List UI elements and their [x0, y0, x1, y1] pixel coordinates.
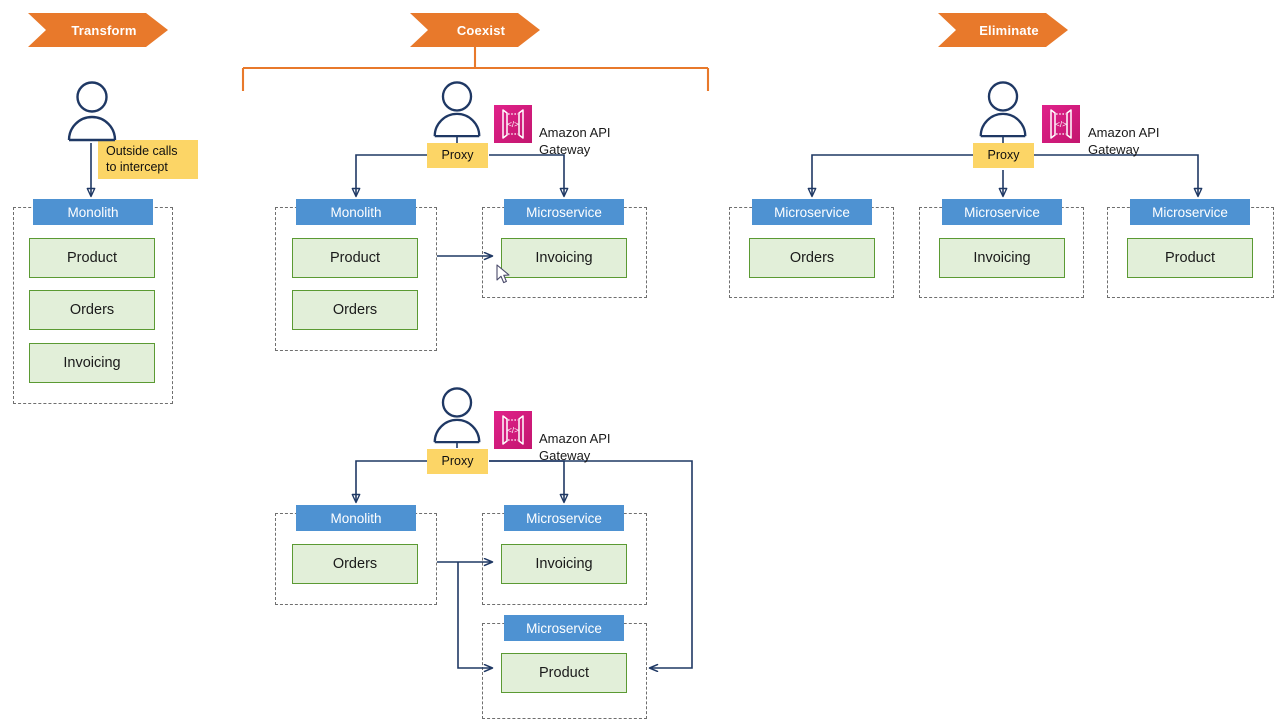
- coexist-bottom-service-orders-label: Orders: [332, 556, 378, 572]
- coexist-bottom-service-invoicing-label: Invoicing: [535, 556, 593, 572]
- wire-coexist2-proxy-right: [489, 460, 569, 504]
- coexist-top-monolith-header-label: Monolith: [330, 204, 382, 220]
- coexist-bottom-monolith-header-label: Monolith: [330, 510, 382, 526]
- amazon-api-gateway-label: Amazon API Gateway: [1088, 109, 1160, 158]
- outside-calls-note-text: Outside calls to intercept: [106, 143, 178, 174]
- eliminate-microservice-header-1-label: Microservice: [774, 204, 850, 220]
- eliminate-service-invoicing-label: Invoicing: [973, 250, 1031, 266]
- eliminate-service-orders-label: Orders: [789, 250, 835, 266]
- transform-service-product-label: Product: [67, 250, 117, 266]
- amazon-api-gateway-icon: </>: [1042, 105, 1080, 143]
- coexist-bottom-monolith-header: Monolith: [296, 505, 416, 531]
- eliminate-actor: [973, 80, 1033, 145]
- coexist-top-service-orders-label: Orders: [332, 302, 378, 318]
- amazon-api-gateway-label: Amazon API Gateway: [539, 109, 611, 158]
- coexist-bottom-proxy: Proxy: [427, 449, 488, 474]
- wire-eliminate-proxy-left: [807, 154, 973, 198]
- mouse-cursor: [496, 264, 512, 291]
- banner-coexist-label: Coexist: [456, 22, 506, 38]
- coexist-bottom-service-product: Product: [501, 653, 627, 693]
- user-actor-icon: [979, 81, 1027, 138]
- coexist-top-proxy-label: Proxy: [441, 147, 474, 162]
- coexist-top-service-product-label: Product: [330, 250, 380, 266]
- coexist-top-service-orders: Orders: [292, 290, 418, 330]
- cursor-icon: [496, 264, 510, 284]
- banner-transform[interactable]: Transform: [28, 13, 168, 47]
- outside-calls-note: Outside calls to intercept: [98, 140, 198, 179]
- wire-coexist-proxy-right: [489, 154, 569, 198]
- transform-service-product: Product: [29, 238, 155, 278]
- eliminate-service-product-label: Product: [1165, 250, 1215, 266]
- transform-service-invoicing-label: Invoicing: [63, 355, 121, 371]
- eliminate-service-invoicing: Invoicing: [939, 238, 1065, 278]
- wire-coexist-proxy-left: [351, 154, 427, 198]
- coexist-bottom-service-product-label: Product: [539, 665, 589, 681]
- user-actor-icon: [433, 387, 481, 444]
- coexist-top-proxy: Proxy: [427, 143, 488, 168]
- coexist-bottom-service-invoicing: Invoicing: [501, 544, 627, 584]
- amazon-api-gateway-label-text: Amazon API Gateway: [539, 431, 611, 463]
- wire-eliminate-proxy-right: [1034, 154, 1203, 198]
- coexist-bottom-proxy-label: Proxy: [441, 453, 474, 468]
- eliminate-microservice-header-2: Microservice: [942, 199, 1062, 225]
- coexist-top-service-product: Product: [292, 238, 418, 278]
- banner-eliminate[interactable]: Eliminate: [938, 13, 1068, 47]
- amazon-api-gateway-label: Amazon API Gateway: [539, 415, 611, 464]
- amazon-api-gateway-icon: </>: [494, 105, 532, 143]
- coexist-top-microservice-header-label: Microservice: [526, 204, 602, 220]
- amazon-api-gateway-label-text: Amazon API Gateway: [1088, 125, 1160, 157]
- amazon-api-gateway-glyph: </>: [1050, 109, 1072, 139]
- wire-coexist2-proxy-left: [351, 460, 427, 504]
- coexist-bottom-microservice-header-2-label: Microservice: [526, 620, 602, 636]
- user-actor-icon: [433, 81, 481, 138]
- banner-transform-label: Transform: [71, 22, 137, 38]
- amazon-api-gateway-glyph: </>: [502, 415, 524, 445]
- transform-service-orders-label: Orders: [69, 302, 115, 318]
- eliminate-microservice-header-3-label: Microservice: [1152, 204, 1228, 220]
- eliminate-microservice-header-1: Microservice: [752, 199, 872, 225]
- coexist-bottom-microservice-header-1-label: Microservice: [526, 510, 602, 526]
- banner-eliminate-label: Eliminate: [979, 22, 1039, 38]
- user-actor-icon: [67, 81, 117, 142]
- transform-monolith-header-label: Monolith: [67, 204, 119, 220]
- coexist-top-service-invoicing: Invoicing: [501, 238, 627, 278]
- banner-coexist[interactable]: Coexist: [410, 13, 540, 47]
- coexist-top-actor: [427, 80, 487, 145]
- transform-service-invoicing: Invoicing: [29, 343, 155, 383]
- coexist-bottom-microservice-header-1: Microservice: [504, 505, 624, 531]
- eliminate-microservice-header-2-label: Microservice: [964, 204, 1040, 220]
- coexist-bottom-microservice-header-2: Microservice: [504, 615, 624, 641]
- svg-text:</>: </>: [507, 120, 519, 129]
- amazon-api-gateway-label-text: Amazon API Gateway: [539, 125, 611, 157]
- eliminate-service-orders: Orders: [749, 238, 875, 278]
- eliminate-proxy: Proxy: [973, 143, 1034, 168]
- transform-service-orders: Orders: [29, 290, 155, 330]
- eliminate-microservice-header-3: Microservice: [1130, 199, 1250, 225]
- svg-text:</>: </>: [507, 426, 519, 435]
- amazon-api-gateway-icon: </>: [494, 411, 532, 449]
- coexist-top-monolith-header: Monolith: [296, 199, 416, 225]
- coexist-bottom-actor: [427, 386, 487, 451]
- amazon-api-gateway-glyph: </>: [502, 109, 524, 139]
- transform-actor: [61, 80, 123, 147]
- eliminate-service-product: Product: [1127, 238, 1253, 278]
- coexist-top-service-invoicing-label: Invoicing: [535, 250, 593, 266]
- coexist-top-microservice-header: Microservice: [504, 199, 624, 225]
- svg-text:</>: </>: [1055, 120, 1067, 129]
- transform-monolith-header: Monolith: [33, 199, 153, 225]
- coexist-bottom-service-orders: Orders: [292, 544, 418, 584]
- eliminate-proxy-label: Proxy: [987, 147, 1020, 162]
